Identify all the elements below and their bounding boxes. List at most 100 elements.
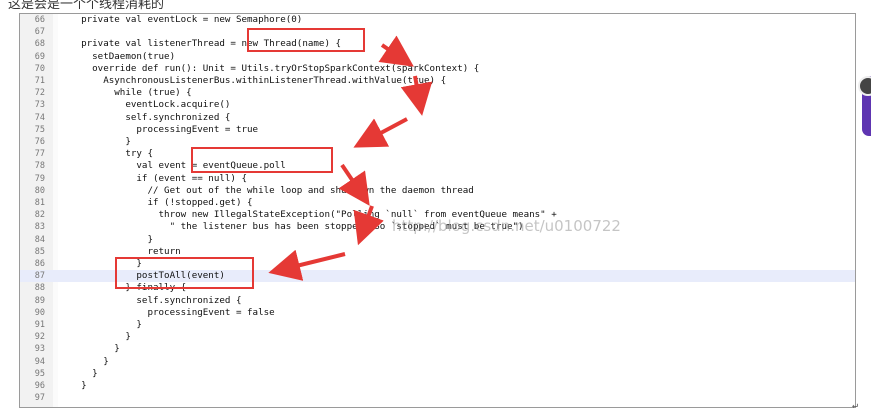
code-text: postToAll(event) [70, 270, 225, 282]
line-number: 81 [34, 198, 45, 208]
code-line[interactable]: 84 } [20, 234, 855, 246]
line-number: 72 [34, 88, 45, 99]
code-line[interactable]: 90 processingEvent = false [20, 307, 855, 319]
code-text: AsynchronousListenerBus.withinListenerTh… [70, 75, 447, 86]
line-number: 79 [34, 173, 45, 184]
code-text: self.synchronized { [70, 111, 231, 123]
code-line[interactable]: 83 " the listener bus has been stopped. … [20, 221, 855, 233]
line-number: 74 [34, 112, 45, 123]
code-text: override def run(): Unit = Utils.tryOrSt… [70, 62, 480, 74]
code-line[interactable]: 74 self.synchronized { [20, 112, 855, 124]
arrow-6 [268, 249, 346, 281]
line-number: 67 [34, 27, 45, 38]
caption-text: 这是会是一个个线程消耗的 [8, 0, 165, 12]
code-line[interactable]: 86 } [20, 258, 855, 270]
line-number: 68 [34, 39, 45, 50]
line-number: 69 [34, 51, 45, 62]
code-line[interactable]: 66 private val eventLock = new Semaphore… [20, 14, 855, 26]
code-line[interactable]: 71 AsynchronousListenerBus.withinListene… [20, 75, 855, 87]
line-number: 92 [34, 332, 45, 343]
line-number: 80 [34, 185, 45, 196]
code-line[interactable]: 75 processingEvent = true [20, 124, 855, 136]
code-line[interactable]: 97 [20, 392, 855, 404]
line-number: 84 [34, 234, 45, 245]
code-editor[interactable]: 66 private val eventLock = new Semaphore… [19, 13, 856, 408]
code-line[interactable]: 81 if (!stopped.get) { [20, 197, 855, 209]
code-text: } [70, 380, 87, 391]
code-line[interactable]: 94 } [20, 356, 855, 368]
code-line[interactable]: 68 private val listenerThread = new Thre… [20, 38, 855, 50]
code-text: setDaemon(true) [70, 50, 176, 62]
line-number: 95 [34, 368, 45, 379]
code-text: try { [70, 148, 153, 160]
code-line[interactable]: 95 } [20, 368, 855, 380]
code-line[interactable]: 93 } [20, 343, 855, 355]
line-number: 91 [34, 320, 45, 330]
line-number: 66 [34, 15, 45, 25]
code-text: val event = eventQueue.poll [70, 160, 286, 172]
code-line[interactable]: 72 while (true) { [20, 87, 855, 99]
code-text: } [70, 136, 131, 147]
line-number: 87 [34, 271, 45, 282]
arrow-5 [353, 205, 384, 246]
code-line[interactable]: 91 } [20, 319, 855, 331]
code-line[interactable]: 82 throw new IllegalStateException("Poll… [20, 209, 855, 221]
code-text: if (event == null) { [70, 172, 248, 184]
watermark: http://blog.csdn.net/u0100722 [392, 217, 621, 235]
code-text: } [70, 355, 109, 367]
code-line[interactable]: 69 setDaemon(true) [20, 51, 855, 63]
code-line[interactable]: 67 [20, 26, 855, 38]
code-text: private val listenerThread = new Thread(… [70, 38, 342, 50]
line-number: 78 [34, 161, 45, 172]
code-text: processingEvent = true [70, 123, 259, 135]
fold-column [53, 14, 58, 407]
highlight-event-queue-poll [191, 147, 333, 173]
code-line[interactable]: 85 return [20, 246, 855, 258]
line-number: 88 [34, 283, 45, 294]
code-line[interactable]: 77 try { [20, 148, 855, 160]
line-number: 83 [34, 222, 45, 233]
code-line[interactable]: 87 postToAll(event) [20, 270, 855, 283]
code-text: return [70, 245, 181, 257]
line-number: 70 [34, 63, 45, 74]
arrow-3 [353, 117, 408, 148]
code-text: if (!stopped.get) { [70, 197, 253, 208]
line-number: 85 [34, 246, 45, 257]
line-number: 71 [34, 76, 45, 86]
code-text: } [70, 367, 98, 379]
line-number-gutter [20, 14, 54, 407]
line-number: 73 [34, 100, 45, 111]
code-line[interactable]: 70 override def run(): Unit = Utils.tryO… [20, 63, 855, 75]
code-line[interactable]: 89 self.synchronized { [20, 295, 855, 307]
line-number: 77 [34, 149, 45, 160]
line-number: 86 [34, 259, 45, 269]
code-text: } [70, 343, 120, 355]
arrow-4 [338, 163, 370, 206]
line-number: 75 [34, 124, 45, 135]
code-text: } [70, 331, 131, 343]
code-line[interactable]: 76 } [20, 136, 855, 148]
code-text: } [70, 319, 142, 330]
code-text: processingEvent = false [70, 306, 275, 318]
line-number: 94 [34, 356, 45, 367]
line-number: 96 [34, 381, 45, 391]
code-line[interactable]: 96 } [20, 380, 855, 392]
code-line[interactable]: 79 if (event == null) { [20, 173, 855, 185]
code-line[interactable]: 78 val event = eventQueue.poll [20, 160, 855, 172]
code-text: } [70, 233, 153, 245]
code-text: throw new IllegalStateException("Polling… [70, 209, 557, 221]
side-panel-handle-icon[interactable] [858, 76, 871, 96]
highlight-new-thread [247, 28, 365, 52]
code-text: " the listener bus has been stopped. So … [70, 221, 524, 233]
arrow-1 [378, 35, 414, 67]
code-text: self.synchronized { [70, 294, 242, 306]
code-line[interactable]: 92 } [20, 331, 855, 343]
code-line[interactable]: 73 eventLock.acquire() [20, 99, 855, 111]
line-number: 97 [34, 393, 45, 404]
line-number: 76 [34, 137, 45, 147]
return-mark-icon: ↵ [852, 400, 859, 411]
code-text: while (true) { [70, 87, 192, 99]
line-number: 89 [34, 295, 45, 306]
side-panel-widget[interactable] [862, 76, 871, 136]
